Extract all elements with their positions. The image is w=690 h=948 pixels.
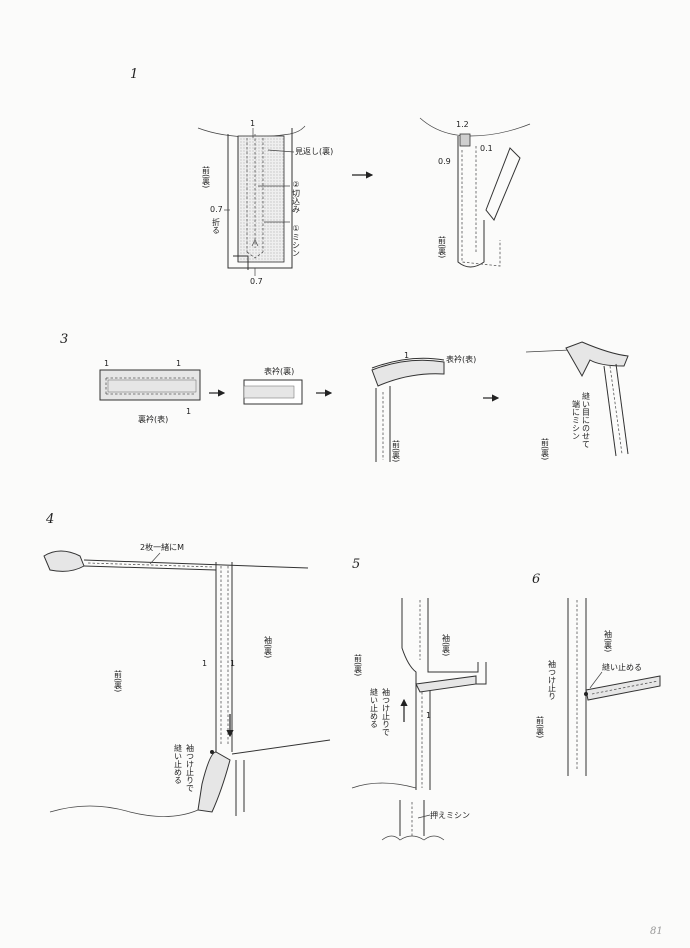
side-seam-5: [401, 598, 417, 790]
collar-attached: [371, 359, 445, 387]
label-mae-ura-right: 前(裏): [438, 235, 447, 258]
step-1-diagram: 1 1 前(裏) 見返し(裏) ②切込み ①ミシン 0.7 折る 0.7: [130, 67, 531, 286]
measure-1-2: 1.2: [456, 120, 469, 129]
page-number: 81: [650, 926, 663, 937]
label-mae-ura-4: 前(裏): [114, 669, 123, 692]
label-mae-ura-5: 前(裏): [354, 653, 363, 676]
label-kirikomi: ②切込み: [292, 180, 301, 213]
measure-1d: 1: [404, 351, 409, 360]
collar-measure-c: 1: [186, 407, 191, 416]
label-mikaeshi: 見返し(裏): [295, 146, 333, 156]
label-tome-6: 縫い止める: [602, 662, 642, 672]
step-4-diagram: 4 2枚一緒にM 1 1 前(裏) 袖(裏) 袖つけ止りで 縫い止める: [43, 512, 331, 817]
measure-4a: 1: [202, 659, 207, 668]
label-sode-ura-5: 袖(裏): [442, 633, 451, 656]
collar-measure-b: 1: [176, 359, 181, 368]
step-number-1: 1: [130, 67, 138, 82]
measure-0-1: 0.1: [480, 144, 493, 153]
sleeve-hem: [231, 739, 331, 755]
collar-finished: [565, 341, 629, 378]
step-5-diagram: 5 1 前(裏) 袖(裏) 袖つけ止りで 縫い止める 押えミシン: [351, 557, 487, 841]
side-seam-6: [567, 598, 587, 776]
label-note-4b: 縫い止める: [174, 743, 183, 784]
step-3-diagram: 3 1 1 1 裏衿(表) 表衿(裏) 1 表衿(表) 前(裏) 前(裏): [60, 332, 629, 462]
label-mae-ura-6: 前(裏): [536, 715, 545, 738]
label-mae-ura-c: 前(裏): [392, 439, 401, 462]
placket-turned: [457, 136, 485, 268]
front-bodice-edge: [227, 128, 293, 269]
label-mae-ura-d: 前(裏): [541, 437, 550, 460]
label-note-5b: 縫い止める: [370, 687, 379, 728]
measure-07-bottom: 0.7: [250, 277, 263, 286]
step-number-6: 6: [532, 572, 540, 587]
label-note-3b: 端にミシン: [572, 399, 581, 440]
label-oru: 0.7: [210, 205, 223, 214]
step-number-5: 5: [352, 557, 360, 572]
measure-1: 1: [250, 119, 255, 128]
measure-0-9: 0.9: [438, 157, 451, 166]
collar-corner: [43, 550, 85, 572]
hem-curve: [49, 805, 199, 817]
neckline-curve-right: [419, 117, 531, 137]
label-sodetsuke-6: 袖つけ止り: [548, 659, 557, 700]
label-nimai: 2枚一緒にM: [140, 542, 184, 552]
facing-panel: [237, 135, 285, 263]
label-sode-ura-4: 袖(裏): [264, 635, 273, 658]
sleeve-flap-5: [415, 675, 477, 693]
label-note-4: 袖つけ止りで: [186, 743, 195, 792]
label-mae-ura-left: 前(裏): [202, 165, 211, 188]
step-number-4: 4: [45, 512, 54, 527]
label-osae-mishin: 押えミシン: [430, 810, 470, 820]
label-omoteeri-ura: 表衿(裏): [264, 366, 294, 376]
shoulder-seam: [83, 559, 309, 569]
neckline-curve: [197, 125, 306, 138]
label-oru-text: 折る: [212, 217, 221, 234]
measure-4b: 1: [230, 659, 235, 668]
label-omoteeri-omote: 表衿(表): [446, 354, 476, 364]
step-number-3: 3: [60, 332, 68, 347]
side-seam: [215, 562, 233, 752]
label-note-5: 袖つけ止りで: [382, 687, 391, 736]
label-uraeri: 裏衿(表): [138, 414, 168, 424]
step-6-diagram: 6 袖(裏) 縫い止める 袖つけ止り 前(裏): [532, 572, 661, 776]
label-sode-ura-6: 袖(裏): [604, 629, 613, 652]
measure-5: 1: [426, 711, 431, 720]
label-note-3: 縫い目にのせて: [582, 391, 591, 448]
collar-measure-a: 1: [104, 359, 109, 368]
facing-flap: [485, 147, 521, 221]
label-mishin: ①ミシン: [292, 224, 301, 257]
